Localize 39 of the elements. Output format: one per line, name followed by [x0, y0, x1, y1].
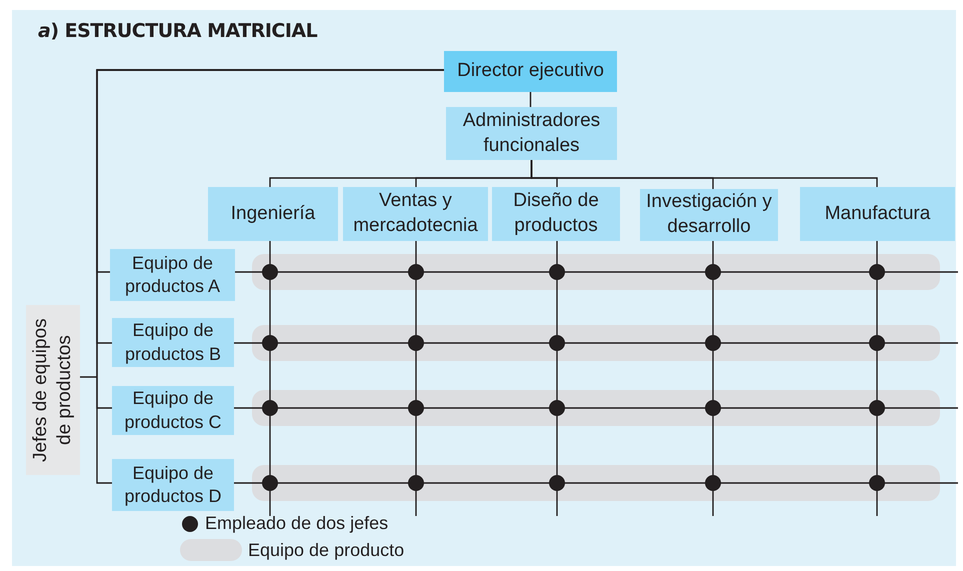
connector-line: [80, 376, 97, 378]
connector-line: [530, 92, 532, 107]
connector-line: [530, 160, 878, 187]
org-box: [492, 187, 620, 241]
team-box: [112, 459, 234, 511]
box-label: Manufactura: [824, 202, 930, 226]
org-box: [208, 187, 338, 241]
team-box: [110, 249, 235, 301]
box-label: Ingeniería: [230, 202, 316, 226]
connector-line: [234, 342, 958, 344]
box-label: Equipo de productos B: [124, 319, 222, 366]
legend-label: Empleado de dos jefes: [205, 513, 388, 534]
connector-line: [556, 241, 558, 516]
team-box: [112, 318, 234, 367]
box-label: Ventas y mercadotecnia: [352, 189, 479, 238]
org-box: [800, 187, 955, 241]
connector-line: [234, 482, 958, 484]
connector-line: [415, 241, 417, 516]
box-label: Administradores funcionales: [462, 108, 602, 158]
connector-line: [269, 241, 271, 516]
side-label-box: [26, 305, 80, 475]
org-box: [343, 187, 488, 241]
side-label: Jefes de equipos de productos: [29, 317, 76, 464]
box-label: Equipo de productos A: [124, 252, 222, 298]
box-label: Equipo de productos D: [123, 462, 223, 508]
team-box: [112, 386, 234, 435]
org-box: [444, 51, 617, 92]
org-box: [446, 107, 617, 160]
box-label: Investigación y desarrollo: [645, 190, 773, 239]
connector-line: [876, 241, 878, 516]
box-label: Director ejecutivo: [457, 59, 604, 84]
title: a) ESTRUCTURA MATRICIAL: [38, 20, 318, 42]
connector-line: [234, 407, 958, 409]
connector-line: [235, 271, 958, 273]
legend-label: Equipo de producto: [248, 540, 404, 560]
box-label: Diseño de productos: [512, 189, 600, 238]
connector-line: [712, 241, 714, 516]
box-label: Equipo de productos C: [123, 387, 223, 434]
connector-line: [96, 69, 444, 484]
